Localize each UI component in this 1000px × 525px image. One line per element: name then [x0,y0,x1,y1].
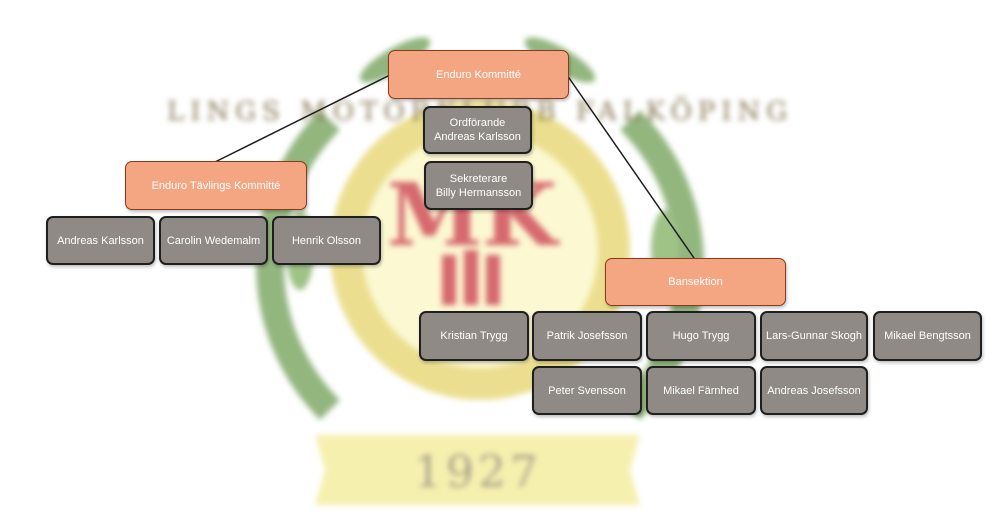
emblem-towers-icon [442,250,500,305]
member-name: Peter Svensson [548,384,626,397]
member-name: Mikael Färnhed [663,384,739,397]
bansektion-label: Bansektion [668,276,723,288]
bansektion-member-box: Kristian Trygg [419,311,529,361]
bansektion-member-box: Peter Svensson [532,366,642,415]
member-name: Hugo Trygg [672,330,730,342]
sekreterare-box: Sekreterare Billy Hermansson [424,161,533,210]
bansektion-member-box: Andreas Josefsson [760,366,868,415]
emblem-center [362,132,598,368]
member-name: Andreas Josefsson [767,384,861,397]
connector-root-to-bansektion [566,74,695,259]
connector-root-to-tavling [214,74,391,163]
enduro-kommitte-label: Enduro Kommitté [436,68,521,81]
ordforande-box: Ordförande Andreas Karlsson [423,106,532,154]
member-name: Kristian Trygg [440,330,508,342]
tavling-member-box: Carolin Wedemalm [159,216,268,265]
bansektion-box: Bansektion [605,258,786,306]
emblem-year: 1927 [414,447,542,498]
member-name: Henrik Olsson [291,234,362,247]
tavling-member-box: Henrik Olsson [272,216,381,265]
bansektion-member-box: Mikael Bengtsson [873,311,982,361]
tavlings-kommitte-box: Enduro Tävlings Kommitté [125,161,307,210]
enduro-kommitte-box: Enduro Kommitté [388,50,569,99]
member-name: Mikael Bengtsson [884,330,971,342]
member-name: Andreas Karlsson [57,234,144,247]
ordforande-label: Ordförande Andreas Karlsson [434,117,521,143]
member-name: Patrik Josefsson [546,330,628,342]
sekreterare-label: Sekreterare Billy Hermansson [435,172,522,199]
bansektion-member-box: Hugo Trygg [646,311,756,361]
bansektion-member-box: Patrik Josefsson [532,311,642,361]
tavling-member-box: Andreas Karlsson [46,216,155,265]
tavlings-kommitte-label: Enduro Tävlings Kommitté [151,179,281,192]
bansektion-member-box: Mikael Färnhed [646,366,756,415]
member-name: Carolin Wedemalm [166,234,261,247]
year-banner [315,435,640,505]
member-name: Lars-Gunnar Skogh [766,330,862,342]
bansektion-member-box: Lars-Gunnar Skogh [760,311,868,361]
